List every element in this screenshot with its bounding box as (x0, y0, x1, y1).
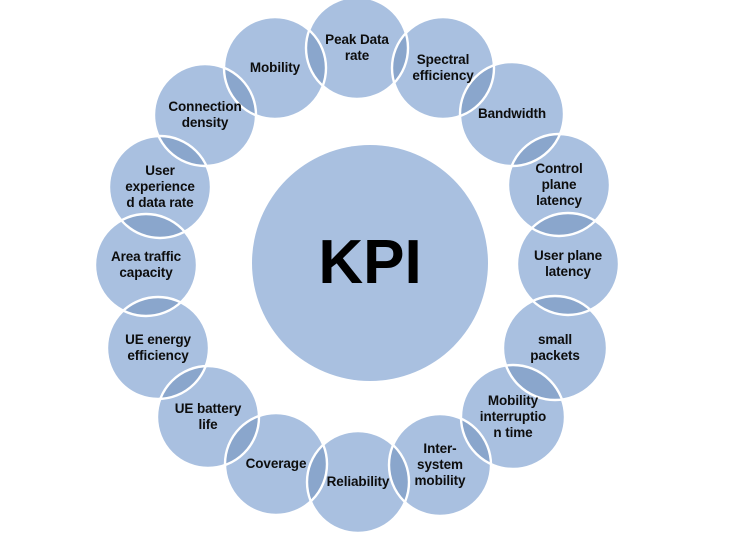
bubble-outline-peak-data-rate (304, 0, 410, 101)
bubble-overlap-mobility-interruptio-n-time (503, 365, 565, 400)
bubble-outline-spectral-efficiency (390, 15, 496, 121)
bubble-label-peak-data-rate: Peak Data rate (325, 32, 389, 63)
bubble-label-inter-system-mobility: Inter- system mobility (414, 441, 466, 488)
center-circle-kpi[interactable] (252, 145, 488, 381)
bubble-label-ue-battery-life: UE battery life (174, 401, 242, 432)
bubble-peak-data-rate[interactable] (306, 0, 408, 99)
bubble-overlap-control-plane-latency (508, 134, 564, 166)
bubble-outline-mobility-interruptio-n-time (459, 363, 567, 471)
bubble-outline-reliability (305, 429, 411, 535)
bubble-outline-inter-system-mobility (387, 412, 493, 518)
bubble-label-mobility-interruptio-n-time: Mobility interruptio n time (479, 393, 547, 440)
bubble-label-spectral-efficiency: Spectral efficiency (412, 52, 474, 83)
bubble-outline-user-plane-latency (515, 211, 621, 317)
bubble-outline-control-plane-latency (506, 132, 612, 238)
bubble-outline-user-experience-d-data-rate (107, 134, 213, 240)
bubble-reliability[interactable] (307, 431, 409, 533)
bubble-outline-layer (93, 0, 621, 535)
bubble-outline-area-traffic-capacity (93, 212, 199, 318)
bubble-label-user-plane-latency: User plane latency (533, 248, 603, 279)
bubble-label-control-plane-latency: Control plane latency (535, 161, 583, 208)
bubble-label-reliability: Reliability (326, 474, 390, 490)
bubble-overlap-ue-energy-efficiency (157, 366, 209, 399)
bubble-label-area-traffic-capacity: Area traffic capacity (110, 249, 182, 280)
bubble-label-small-packets: small packets (530, 332, 580, 363)
center-label-kpi: KPI (318, 228, 422, 297)
bubble-outline-ue-battery-life (155, 364, 261, 470)
bubble-overlap-bandwidth (460, 62, 494, 119)
bubble-outline-small-packets (501, 294, 609, 402)
bubble-outline-mobility (222, 15, 328, 121)
bubble-overlap-ue-battery-life (225, 413, 259, 468)
bubble-user-plane-latency[interactable] (517, 213, 619, 315)
bubble-overlap-mobility (224, 64, 256, 119)
bubble-label-bandwidth: Bandwidth (477, 106, 547, 122)
center-circle-layer (252, 145, 488, 381)
bubble-label-coverage: Coverage (245, 456, 307, 472)
bubble-label-user-experience-d-data-rate: User experience d data rate (125, 163, 195, 210)
bubble-label-connection-density: Connection density (168, 99, 242, 130)
bubble-label-ue-energy-efficiency: UE energy efficiency (125, 332, 191, 363)
bubble-area-traffic-capacity[interactable] (95, 214, 197, 316)
bubble-label-mobility: Mobility (249, 60, 301, 76)
bubble-outline-ue-energy-efficiency (105, 295, 211, 401)
